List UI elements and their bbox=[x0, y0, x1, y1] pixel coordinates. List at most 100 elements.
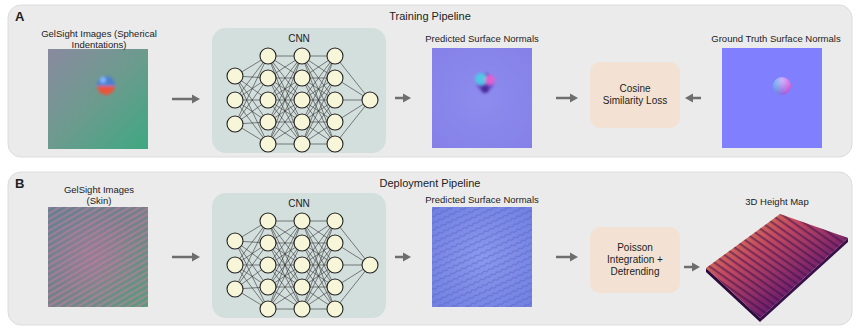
network-neuron bbox=[260, 92, 276, 108]
box-label: Poisson Integration + Detrending bbox=[600, 242, 670, 278]
arrowhead bbox=[570, 253, 578, 262]
image-heading: Predicted Surface Normals bbox=[420, 33, 544, 44]
image-glow bbox=[48, 207, 148, 307]
network-neuron bbox=[327, 136, 343, 152]
network-neuron bbox=[294, 48, 310, 64]
network-link bbox=[302, 56, 335, 122]
network-link bbox=[268, 56, 302, 122]
panel-letter: A bbox=[15, 9, 24, 24]
network-neuron bbox=[294, 70, 310, 86]
network-neuron bbox=[327, 114, 343, 130]
network-neuron bbox=[227, 281, 243, 297]
pipeline-panel: BDeployment PipelineGelSight Images (Ski… bbox=[8, 172, 852, 325]
image-ground bbox=[432, 48, 532, 148]
network-link bbox=[268, 78, 302, 144]
image-ground bbox=[432, 207, 532, 307]
network-link bbox=[302, 221, 335, 287]
network-neuron bbox=[327, 213, 343, 229]
arrow-shaft bbox=[172, 98, 193, 101]
network-neuron bbox=[294, 279, 310, 295]
normal-blob bbox=[475, 73, 495, 93]
network-neuron bbox=[362, 257, 378, 273]
network-neuron bbox=[294, 257, 310, 273]
neural-network-icon bbox=[212, 193, 386, 318]
network-neuron bbox=[260, 213, 276, 229]
network-neuron bbox=[260, 279, 276, 295]
network-neuron bbox=[227, 257, 243, 273]
network-neuron bbox=[294, 301, 310, 317]
image-node: Predicted Surface Normals bbox=[420, 30, 544, 152]
network-neuron bbox=[260, 114, 276, 130]
sphere bbox=[773, 77, 791, 95]
network-neuron bbox=[327, 235, 343, 251]
skin-ridges bbox=[432, 207, 532, 307]
network-link bbox=[268, 56, 302, 122]
predicted-normals-image bbox=[432, 48, 532, 148]
network-neuron bbox=[260, 235, 276, 251]
surface-ridges bbox=[706, 214, 848, 318]
arrowhead bbox=[403, 94, 411, 103]
flow-arrow bbox=[172, 253, 200, 262]
network-neuron bbox=[327, 257, 343, 273]
gelsight-sphere-image bbox=[48, 49, 148, 149]
panel-title: Training Pipeline bbox=[8, 10, 852, 23]
network-neuron bbox=[294, 235, 310, 251]
image-heading: Predicted Surface Normals bbox=[420, 194, 544, 205]
box-label: CNN bbox=[212, 28, 386, 45]
arrowhead bbox=[192, 253, 200, 262]
arrow-shaft bbox=[172, 256, 193, 259]
network-neuron bbox=[327, 301, 343, 317]
network-neuron bbox=[327, 279, 343, 295]
network-link bbox=[302, 221, 335, 287]
arrow-shaft bbox=[395, 256, 404, 259]
flow-arrow bbox=[172, 95, 200, 104]
network-neuron bbox=[260, 301, 276, 317]
network-link bbox=[235, 221, 268, 289]
image-heading: Ground Truth Surface Normals bbox=[706, 33, 846, 44]
network-link bbox=[302, 243, 335, 309]
ground-truth-normals-image bbox=[722, 48, 822, 148]
image-node: 3D Height Map bbox=[704, 196, 850, 324]
image-node: GelSight Images (Skin) bbox=[38, 183, 160, 309]
process-box: Poisson Integration + Detrending bbox=[590, 227, 680, 293]
network-neuron bbox=[260, 48, 276, 64]
arrowhead bbox=[692, 263, 700, 272]
flow-arrow bbox=[395, 253, 411, 262]
network-link bbox=[235, 76, 268, 144]
sphere-shade bbox=[773, 77, 791, 95]
flow-arrow bbox=[685, 94, 701, 103]
flow-arrow bbox=[684, 263, 700, 272]
pipeline-panel: ATraining PipelineGelSight Images (Spher… bbox=[8, 5, 852, 157]
network-neuron bbox=[260, 136, 276, 152]
network-link bbox=[268, 243, 302, 309]
height-map-surface bbox=[704, 210, 850, 324]
network-link bbox=[268, 78, 302, 144]
image-ground bbox=[48, 49, 148, 149]
network-link bbox=[268, 221, 302, 287]
process-box: Cosine Similarity Loss bbox=[590, 62, 680, 128]
panel-fill bbox=[8, 172, 852, 325]
network-link bbox=[302, 56, 335, 122]
network-neuron bbox=[260, 70, 276, 86]
network-neuron bbox=[260, 257, 276, 273]
network-link bbox=[302, 78, 335, 144]
network-link bbox=[268, 221, 302, 287]
surface-top bbox=[706, 214, 848, 318]
image-heading: GelSight Images (Spherical Indentations) bbox=[40, 28, 158, 50]
arrowhead bbox=[570, 94, 578, 103]
flow-arrow bbox=[556, 94, 578, 103]
predicted-skin-normals-image bbox=[432, 207, 532, 307]
network-link bbox=[235, 241, 268, 309]
network-neuron bbox=[294, 114, 310, 130]
network-link bbox=[235, 56, 268, 124]
cnn-box: CNN bbox=[212, 193, 386, 318]
image-node: GelSight Images (Spherical Indentations) bbox=[38, 26, 160, 152]
image-node: Predicted Surface Normals bbox=[420, 194, 544, 309]
panel-letter: B bbox=[15, 176, 24, 191]
skin-ridges bbox=[48, 207, 148, 307]
box-label: CNN bbox=[212, 193, 386, 210]
box-label: Cosine Similarity Loss bbox=[600, 83, 670, 107]
network-neuron bbox=[227, 233, 243, 249]
indentation-blob bbox=[97, 76, 115, 95]
network-neuron bbox=[327, 70, 343, 86]
